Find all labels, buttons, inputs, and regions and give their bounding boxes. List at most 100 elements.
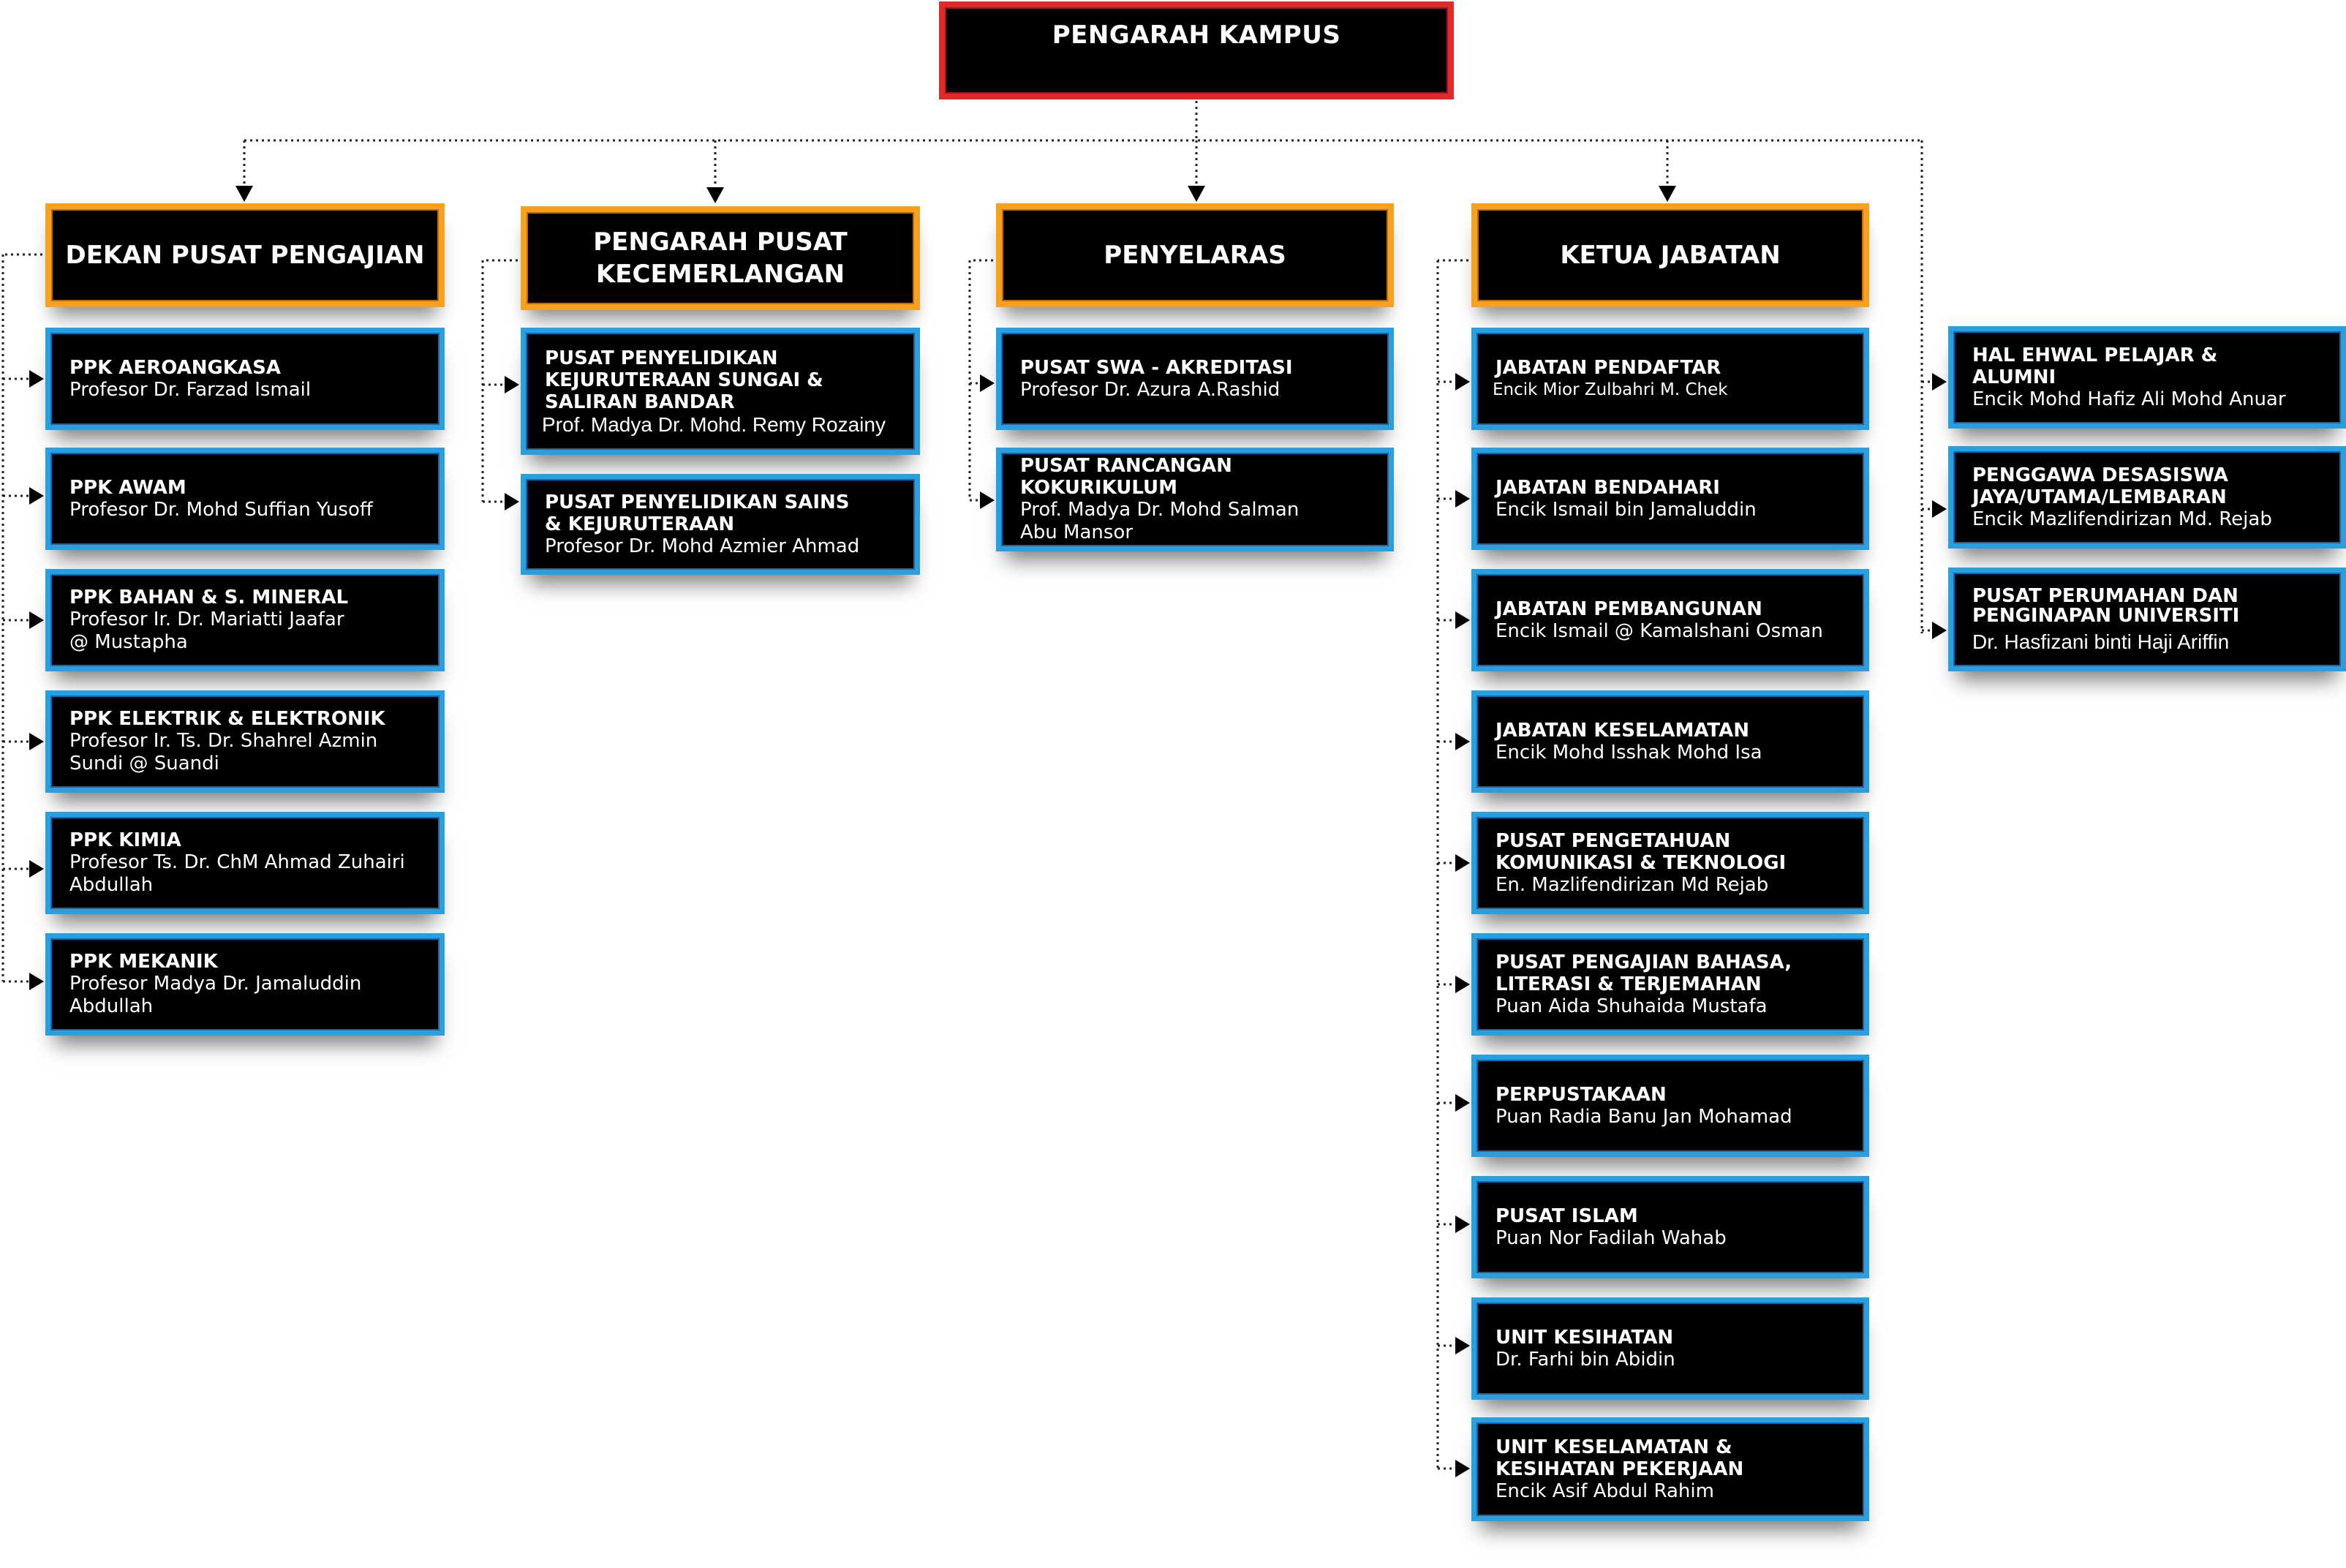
unit-box: JABATAN BENDAHARI Encik Ismail bin Jamal… bbox=[1471, 448, 1869, 550]
head-title: KETUA JABATAN bbox=[1560, 241, 1781, 270]
unit-box: PPK BAHAN & S. MINERAL Profesor Ir. Dr. … bbox=[45, 569, 445, 671]
unit-title: PPK ELEKTRIK & ELEKTRONIK bbox=[69, 708, 385, 730]
unit-box: PUSAT PENGAJIAN BAHASA, LITERASI & TERJE… bbox=[1471, 933, 1869, 1036]
unit-person: Encik Mior Zulbahri M. Chek bbox=[1493, 380, 1728, 399]
unit-person: Profesor Madya Dr. Jamaluddin Abdullah bbox=[69, 973, 362, 1017]
arrow-right-icon bbox=[29, 611, 44, 629]
head-box-ketua-jabatan: KETUA JABATAN bbox=[1471, 203, 1869, 307]
unit-person: Encik Asif Abdul Rahim bbox=[1496, 1480, 1714, 1502]
unit-person: Profesor Dr. Mohd Suffian Yusoff bbox=[69, 498, 373, 521]
arrow-right-icon bbox=[29, 487, 44, 505]
unit-title: PENGGAWA DESASISWA JAYA/UTAMA/LEMBARAN bbox=[1972, 464, 2228, 508]
unit-title: PUSAT SWA - AKREDITASI bbox=[1020, 356, 1293, 379]
unit-box: PUSAT RANCANGAN KOKURIKULUM Prof. Madya … bbox=[996, 448, 1394, 551]
arrow-right-icon bbox=[1455, 490, 1470, 508]
unit-person: En. Mazlifendirizan Md Rejab bbox=[1496, 873, 1769, 896]
unit-title: PERPUSTAKAAN bbox=[1496, 1083, 1667, 1106]
unit-person: Puan Nor Fadilah Wahab bbox=[1496, 1226, 1727, 1249]
unit-title: PPK BAHAN & S. MINERAL bbox=[69, 587, 349, 608]
unit-person: Puan Aida Shuhaida Mustafa bbox=[1496, 995, 1768, 1017]
unit-title: PUSAT PERUMAHAN DAN PENGINAPAN UNIVERSIT… bbox=[1972, 584, 2240, 627]
unit-person: Puan Radia Banu Jan Mohamad bbox=[1496, 1105, 1792, 1128]
arrow-right-icon bbox=[1455, 733, 1470, 750]
arrow-right-icon bbox=[980, 374, 995, 392]
unit-title: JABATAN BENDAHARI bbox=[1496, 476, 1720, 499]
top-box-pengarah-kampus: PENGARAH KAMPUS bbox=[939, 1, 1454, 99]
unit-box: JABATAN PENDAFTAR Encik Mior Zulbahri M.… bbox=[1471, 328, 1869, 430]
arrow-right-icon bbox=[1932, 500, 1947, 518]
unit-title: PPK MEKANIK bbox=[69, 951, 218, 973]
arrow-right-icon bbox=[1455, 1094, 1470, 1112]
arrow-right-icon bbox=[29, 973, 44, 990]
top-box-title: PENGARAH KAMPUS bbox=[1052, 20, 1341, 50]
unit-person: Profesor Ts. Dr. ChM Ahmad Zuhairi Abdul… bbox=[69, 851, 405, 896]
unit-box: JABATAN KESELAMATAN Encik Mohd Isshak Mo… bbox=[1471, 690, 1869, 793]
arrow-right-icon bbox=[1455, 1337, 1470, 1354]
arrow-right-icon bbox=[505, 493, 519, 510]
unit-title: JABATAN KESELAMATAN bbox=[1496, 719, 1750, 742]
unit-box: PERPUSTAKAAN Puan Radia Banu Jan Mohamad bbox=[1471, 1055, 1869, 1157]
unit-box: PUSAT PENYELIDIKAN KEJURUTERAAN SUNGAI &… bbox=[521, 328, 920, 455]
head-title: PENYELARAS bbox=[1104, 241, 1286, 270]
arrow-right-icon bbox=[505, 376, 519, 393]
unit-title: HAL EHWAL PELAJAR & ALUMNI bbox=[1972, 344, 2218, 388]
unit-box: UNIT KESELAMATAN & KESIHATAN PEKERJAAN E… bbox=[1471, 1417, 1869, 1521]
unit-person: Encik Mohd Hafiz Ali Mohd Anuar bbox=[1972, 388, 2286, 410]
arrow-right-icon bbox=[1455, 611, 1470, 629]
arrow-right-icon bbox=[29, 860, 44, 878]
unit-person: Dr. Farhi bin Abidin bbox=[1496, 1348, 1675, 1371]
unit-box: JABATAN PEMBANGUNAN Encik Ismail @ Kamal… bbox=[1471, 569, 1869, 671]
unit-box: PUSAT ISLAM Puan Nor Fadilah Wahab bbox=[1471, 1176, 1869, 1278]
unit-person: Profesor Dr. Azura A.Rashid bbox=[1020, 378, 1281, 401]
arrow-right-icon bbox=[1455, 976, 1470, 993]
head-box-pengarah-pusat: PENGARAH PUSAT KECEMERLANGAN bbox=[521, 206, 920, 310]
unit-title: PUSAT PENYELIDIKAN SAINS & KEJURUTERAAN bbox=[545, 491, 850, 535]
unit-box: PUSAT SWA - AKREDITASI Profesor Dr. Azur… bbox=[996, 328, 1394, 430]
unit-person: Prof. Madya Dr. Mohd. Remy Rozainy bbox=[542, 412, 886, 436]
direct-unit-box: PENGGAWA DESASISWA JAYA/UTAMA/LEMBARAN E… bbox=[1948, 446, 2346, 549]
arrow-right-icon bbox=[1455, 854, 1470, 872]
unit-title: JABATAN PENDAFTAR bbox=[1496, 356, 1721, 379]
unit-title: PUSAT PENYELIDIKAN KEJURUTERAAN SUNGAI &… bbox=[545, 347, 823, 413]
arrow-down-icon bbox=[706, 187, 724, 203]
arrow-down-icon bbox=[1188, 186, 1205, 202]
unit-title: UNIT KESIHATAN bbox=[1496, 1326, 1674, 1349]
unit-person: Encik Ismail bin Jamaluddin bbox=[1496, 498, 1757, 521]
unit-box: UNIT KESIHATAN Dr. Farhi bin Abidin bbox=[1471, 1297, 1869, 1400]
unit-title: PPK AEROANGKASA bbox=[69, 356, 281, 379]
unit-box: PPK AEROANGKASA Profesor Dr. Farzad Isma… bbox=[45, 328, 445, 430]
unit-box: PPK KIMIA Profesor Ts. Dr. ChM Ahmad Zuh… bbox=[45, 812, 445, 914]
direct-unit-box: HAL EHWAL PELAJAR & ALUMNI Encik Mohd Ha… bbox=[1948, 326, 2346, 429]
head-box-dekan: DEKAN PUSAT PENGAJIAN bbox=[45, 203, 445, 307]
arrow-down-icon bbox=[1659, 186, 1676, 202]
arrow-right-icon bbox=[1455, 373, 1470, 391]
arrow-right-icon bbox=[29, 733, 44, 750]
unit-person: Encik Mohd Isshak Mohd Isa bbox=[1496, 741, 1762, 764]
arrow-right-icon bbox=[1932, 373, 1947, 391]
unit-person: Dr. Hasfizani binti Haji Ariffin bbox=[1972, 630, 2230, 653]
unit-person: Encik Mazlifendirizan Md. Rejab bbox=[1972, 508, 2272, 530]
arrow-down-icon bbox=[235, 186, 253, 202]
head-title: PENGARAH PUSAT KECEMERLANGAN bbox=[593, 227, 848, 289]
unit-person: Prof. Madya Dr. Mohd Salman Abu Mansor bbox=[1020, 499, 1300, 543]
unit-title: PUSAT PENGETAHUAN KOMUNIKASI & TEKNOLOGI bbox=[1496, 829, 1787, 874]
unit-person: Profesor Dr. Mohd Azmier Ahmad bbox=[545, 535, 860, 557]
unit-box: PPK ELEKTRIK & ELEKTRONIK Profesor Ir. T… bbox=[45, 690, 445, 793]
unit-person: Profesor Dr. Farzad Ismail bbox=[69, 378, 312, 401]
unit-box: PUSAT PENYELIDIKAN SAINS & KEJURUTERAAN … bbox=[521, 474, 920, 575]
unit-person: Profesor Ir. Ts. Dr. Shahrel Azmin Sundi… bbox=[69, 730, 378, 774]
unit-title: PUSAT PENGAJIAN BAHASA, LITERASI & TERJE… bbox=[1496, 951, 1792, 995]
unit-title: UNIT KESELAMATAN & KESIHATAN PEKERJAAN bbox=[1496, 1436, 1744, 1480]
unit-person: Profesor Ir. Dr. Mariatti Jaafar @ Musta… bbox=[69, 608, 344, 653]
unit-title: JABATAN PEMBANGUNAN bbox=[1496, 598, 1762, 620]
direct-unit-box: PUSAT PERUMAHAN DAN PENGINAPAN UNIVERSIT… bbox=[1948, 568, 2346, 671]
unit-box: PPK AWAM Profesor Dr. Mohd Suffian Yusof… bbox=[45, 448, 445, 550]
arrow-right-icon bbox=[980, 491, 995, 509]
unit-title: PPK KIMIA bbox=[69, 829, 181, 851]
head-title: DEKAN PUSAT PENGAJIAN bbox=[65, 241, 425, 270]
arrow-right-icon bbox=[1455, 1215, 1470, 1233]
unit-person: Encik Ismail @ Kamalshani Osman bbox=[1496, 619, 1823, 642]
unit-title: PUSAT ISLAM bbox=[1496, 1205, 1638, 1227]
unit-box: PUSAT PENGETAHUAN KOMUNIKASI & TEKNOLOGI… bbox=[1471, 812, 1869, 914]
